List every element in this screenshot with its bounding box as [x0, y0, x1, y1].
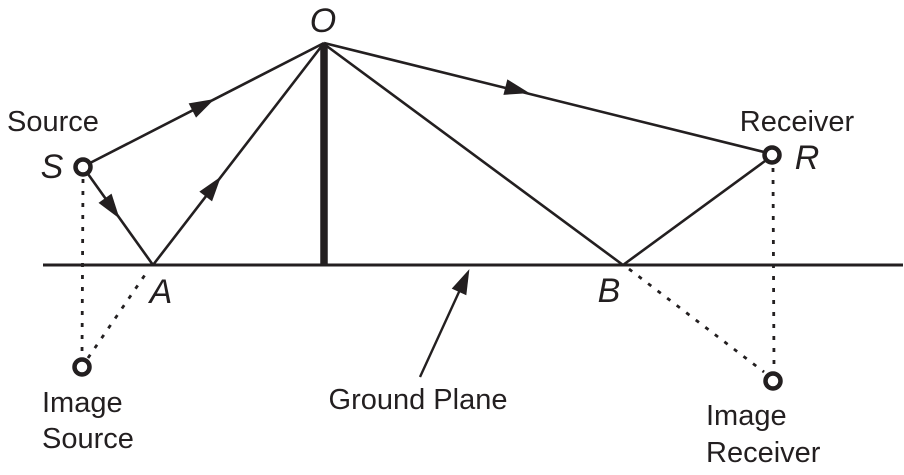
ground-plane-group	[43, 44, 903, 267]
arrowhead-source-to-obstacle-icon	[188, 99, 215, 118]
image-source-label-line1: Image	[42, 387, 123, 419]
image-source-label-line2: Source	[42, 423, 134, 455]
image-source-marker	[72, 357, 92, 377]
ray-point-b-to-receiver	[622, 159, 766, 267]
dotted-receiver-to-image-receiver	[771, 167, 776, 370]
dotted-image-source-to-point-a	[86, 268, 151, 359]
label-group: O Source S Receiver R A B Image Source I…	[7, 2, 854, 469]
arrowhead-a-to-obstacle-icon	[199, 176, 221, 202]
point-r-label: R	[795, 139, 820, 177]
receiver-label: Receiver	[740, 106, 855, 138]
point-b-label: B	[598, 272, 621, 310]
node-marker-group	[72, 145, 783, 391]
image-receiver-marker	[763, 371, 783, 391]
point-a-label: A	[148, 273, 173, 311]
ground-plane-pointer-arrowhead-icon	[451, 269, 470, 296]
ground-plane-label: Ground Plane	[329, 384, 508, 416]
ground-plane-pointer-line	[418, 280, 466, 378]
point-o-label: O	[310, 2, 336, 40]
ground-plane-pointer	[418, 269, 470, 378]
point-s-label: S	[41, 148, 64, 186]
arrowhead-source-to-a-icon	[98, 193, 120, 219]
ray-obstacle-to-receiver	[323, 41, 765, 154]
ray-group	[86, 41, 766, 267]
dotted-point-b-to-image-receiver	[628, 267, 765, 374]
ray-point-a-to-obstacle	[151, 42, 326, 266]
arrowhead-obstacle-to-receiver-icon	[503, 79, 530, 95]
arrowhead-group	[98, 79, 530, 219]
ray-obstacle-to-point-b	[323, 42, 624, 267]
source-label: Source	[7, 106, 99, 138]
image-receiver-label-line2: Receiver	[706, 437, 821, 469]
image-receiver-label-line1: Image	[706, 400, 787, 432]
receiver-point-marker	[762, 145, 782, 165]
source-point-marker	[73, 157, 93, 177]
image-line-group	[80, 167, 776, 374]
ray-source-to-point-a	[86, 173, 155, 266]
dotted-source-to-image-source	[80, 178, 85, 357]
